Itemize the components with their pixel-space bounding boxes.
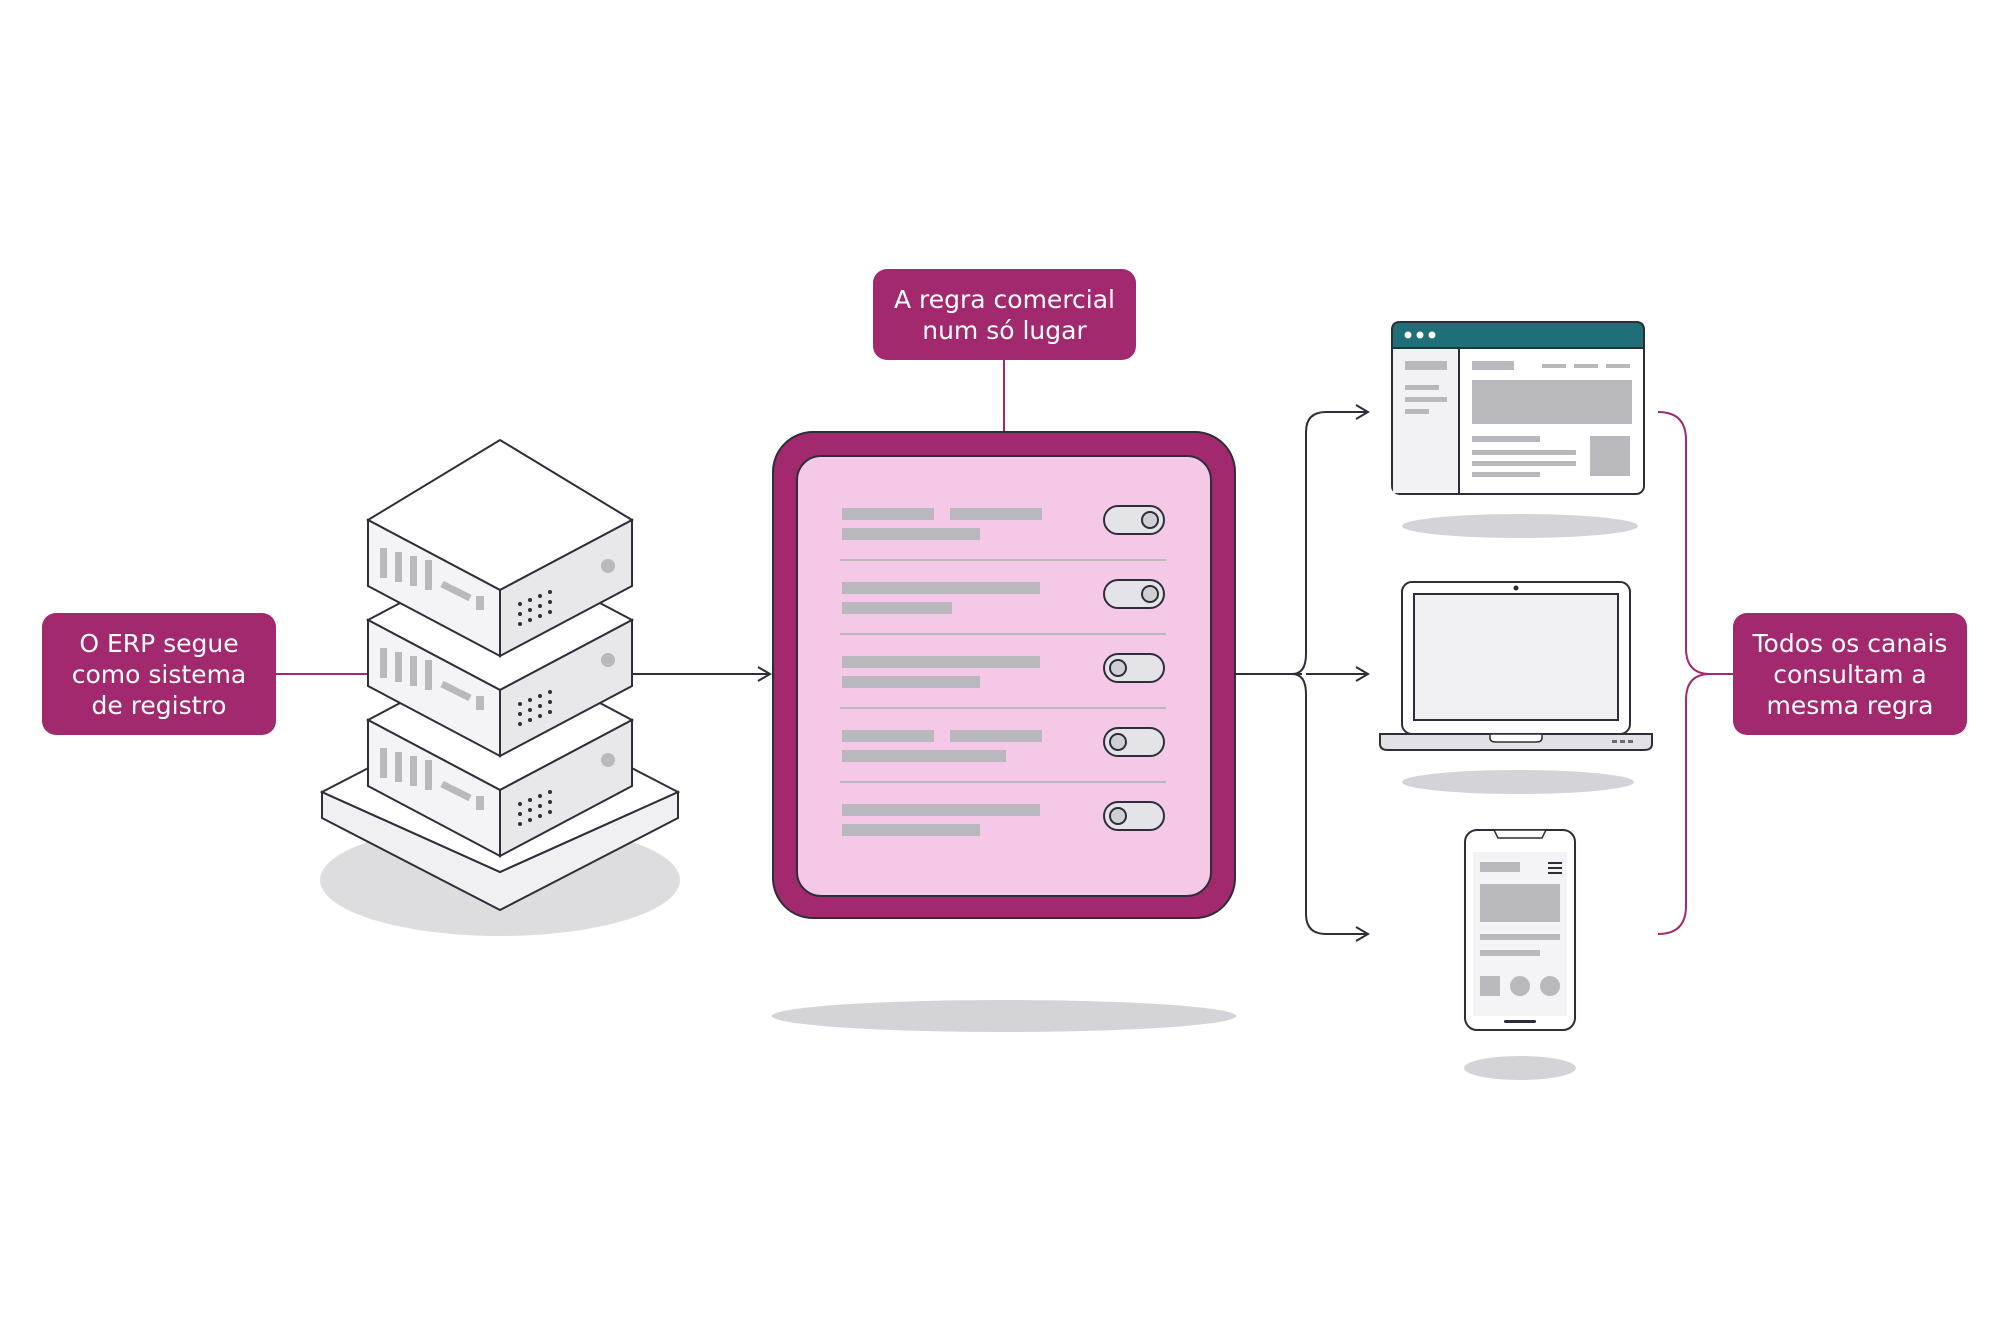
server-unit-top (365, 438, 635, 658)
laptop-icon (1379, 581, 1653, 794)
rule-placeholder-line (842, 508, 934, 520)
rule-placeholder-line (842, 676, 980, 688)
rule-placeholder-line (842, 804, 1040, 816)
channels-callout: Todos os canais consultam a mesma regra (1733, 613, 1967, 735)
branch-bracket (1291, 411, 1368, 935)
channels-callout-text: Todos os canais consultam a mesma regra (1752, 628, 1948, 720)
laptop-shadow (1402, 770, 1634, 794)
toggle-switch-icon[interactable] (1103, 579, 1165, 609)
toggle-switch-icon[interactable] (1103, 505, 1165, 535)
rule-panel-shadow (772, 1000, 1236, 1032)
rule-row (840, 579, 1166, 635)
browser-shadow (1402, 514, 1638, 538)
rule-placeholder-line (842, 602, 952, 614)
rule-placeholder-line (842, 582, 1040, 594)
channels-bracket (1657, 411, 1733, 935)
connectors (276, 360, 1733, 942)
browser-window-icon (1391, 321, 1645, 538)
toggle-switch-icon[interactable] (1103, 653, 1165, 683)
rule-row (840, 727, 1166, 783)
erp-callout-text: O ERP segue como sistema de registro (71, 628, 247, 720)
rule-callout: A regra comercial num só lugar (873, 269, 1136, 360)
rule-placeholder-line (842, 750, 1006, 762)
phone-shadow (1464, 1056, 1576, 1080)
toggle-switch-icon[interactable] (1103, 727, 1165, 757)
rule-placeholder-line (842, 824, 980, 836)
rule-row (840, 505, 1166, 561)
rule-callout-text: A regra comercial num só lugar (893, 284, 1116, 345)
rule-placeholder-line (950, 508, 1042, 520)
erp-callout: O ERP segue como sistema de registro (42, 613, 276, 735)
rule-panel (772, 431, 1236, 1032)
rule-placeholder-line (842, 528, 980, 540)
server-stack-icon (319, 438, 681, 936)
rule-rows (840, 505, 1166, 836)
rule-placeholder-line (950, 730, 1042, 742)
toggle-switch-icon[interactable] (1103, 801, 1165, 831)
rule-row (842, 801, 1165, 836)
smartphone-icon (1464, 829, 1576, 1080)
rule-placeholder-line (842, 730, 934, 742)
rule-panel-inner (796, 455, 1212, 897)
rule-row (840, 653, 1166, 709)
rule-placeholder-line (842, 656, 1040, 668)
